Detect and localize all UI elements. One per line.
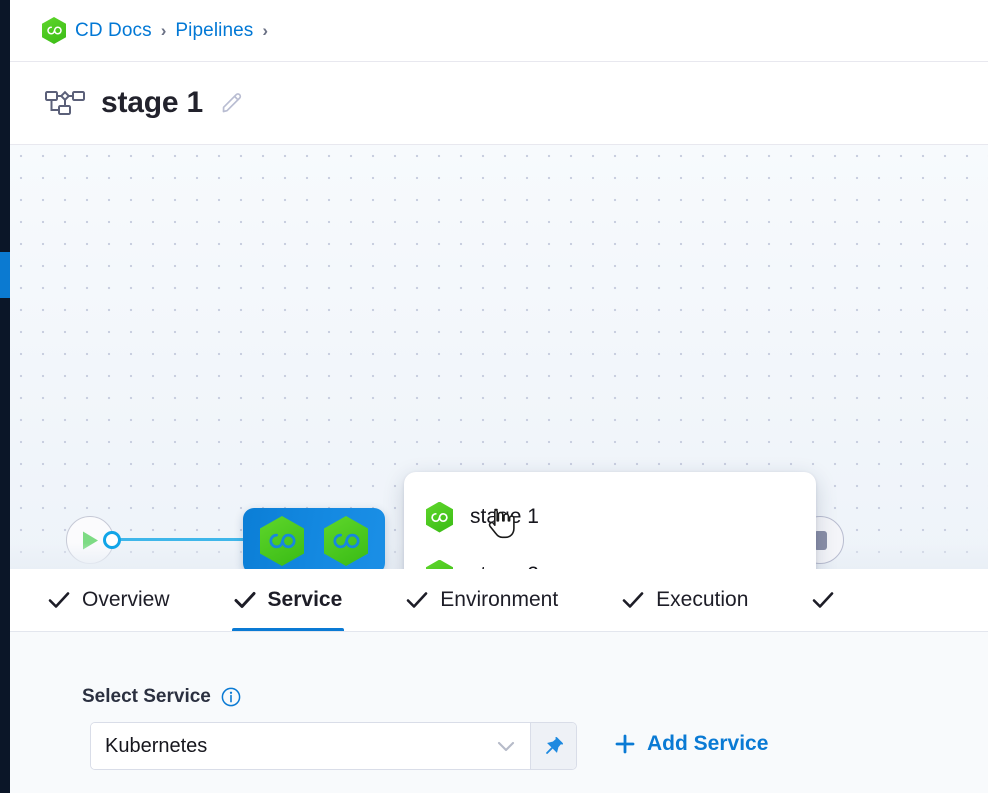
stop-end-icon <box>813 530 827 550</box>
tab-service[interactable]: Service <box>231 569 344 631</box>
add-service-button[interactable]: Add Service <box>614 732 768 756</box>
check-icon <box>406 592 428 608</box>
select-service-label-row: Select Service <box>82 686 241 708</box>
stage-list-item-stage-1[interactable]: stage 1 <box>426 496 816 538</box>
check-icon <box>48 592 70 608</box>
harness-hexagon-icon <box>426 501 453 533</box>
pipeline-stage-diagram-icon <box>45 90 85 115</box>
tab-environment[interactable]: Environment <box>406 569 559 631</box>
tab-label: Environment <box>440 588 559 611</box>
info-circle-icon[interactable] <box>221 687 241 707</box>
check-icon <box>234 592 256 608</box>
stage-list-item-label: stage 2 <box>470 563 539 569</box>
left-nav-rail-active-indicator <box>0 252 10 298</box>
breadcrumb-separator-icon: › <box>160 20 167 40</box>
breadcrumb-link-pipelines[interactable]: Pipelines <box>175 19 254 41</box>
select-service-value: Kubernetes <box>105 734 208 757</box>
tab-label: Overview <box>82 588 170 611</box>
harness-hexagon-icon <box>426 559 453 570</box>
start-node-connector-dot[interactable] <box>103 531 121 549</box>
harness-hexagon-icon <box>42 17 66 44</box>
pipeline-edge-connector <box>118 538 248 541</box>
check-icon <box>622 592 644 608</box>
service-config-panel: Select Service Kubernetes <box>10 632 988 793</box>
pin-service-button[interactable] <box>530 723 576 769</box>
select-service-dropdown[interactable]: Kubernetes <box>91 723 530 769</box>
tab-label: Service <box>267 588 343 611</box>
infinity-glyph <box>431 512 448 522</box>
breadcrumb: CD Docs › Pipelines › <box>10 0 988 62</box>
plus-icon <box>615 734 635 754</box>
infinity-glyph <box>46 26 62 35</box>
stage-list-popup: stage 1 stage 2 <box>404 472 816 569</box>
chevron-down-icon[interactable] <box>496 739 516 753</box>
page-title: stage 1 <box>101 86 203 119</box>
infinity-glyph <box>431 569 448 570</box>
stage-config-tabs: Overview Service Environment Execution <box>10 569 988 632</box>
pipeline-canvas[interactable]: stage 1 + 1 more stages Add Stage stage … <box>10 145 988 569</box>
check-icon <box>813 592 834 608</box>
combined-stage-node[interactable] <box>243 508 385 569</box>
pencil-edit-icon[interactable] <box>219 90 245 116</box>
tab-label: Execution <box>656 588 749 611</box>
tab-execution[interactable]: Execution <box>622 569 749 631</box>
breadcrumb-separator-icon: › <box>262 20 269 40</box>
harness-hexagon-icon <box>324 516 368 566</box>
tab-overflow-truncated[interactable] <box>812 569 846 631</box>
harness-hexagon-icon <box>260 516 304 566</box>
tab-overview[interactable]: Overview <box>48 569 170 631</box>
left-nav-rail <box>0 0 10 793</box>
breadcrumb-link-cd-docs[interactable]: CD Docs <box>75 19 152 41</box>
select-service-label: Select Service <box>82 686 211 707</box>
infinity-glyph <box>268 533 296 549</box>
pin-icon <box>545 737 563 754</box>
select-service-control: Kubernetes <box>90 722 577 770</box>
stage-list-item-stage-2[interactable]: stage 2 <box>426 554 816 569</box>
page-header: stage 1 <box>10 62 988 145</box>
add-service-label: Add Service <box>647 732 769 755</box>
stage-list-item-label: stage 1 <box>470 505 539 528</box>
infinity-glyph <box>332 533 360 549</box>
